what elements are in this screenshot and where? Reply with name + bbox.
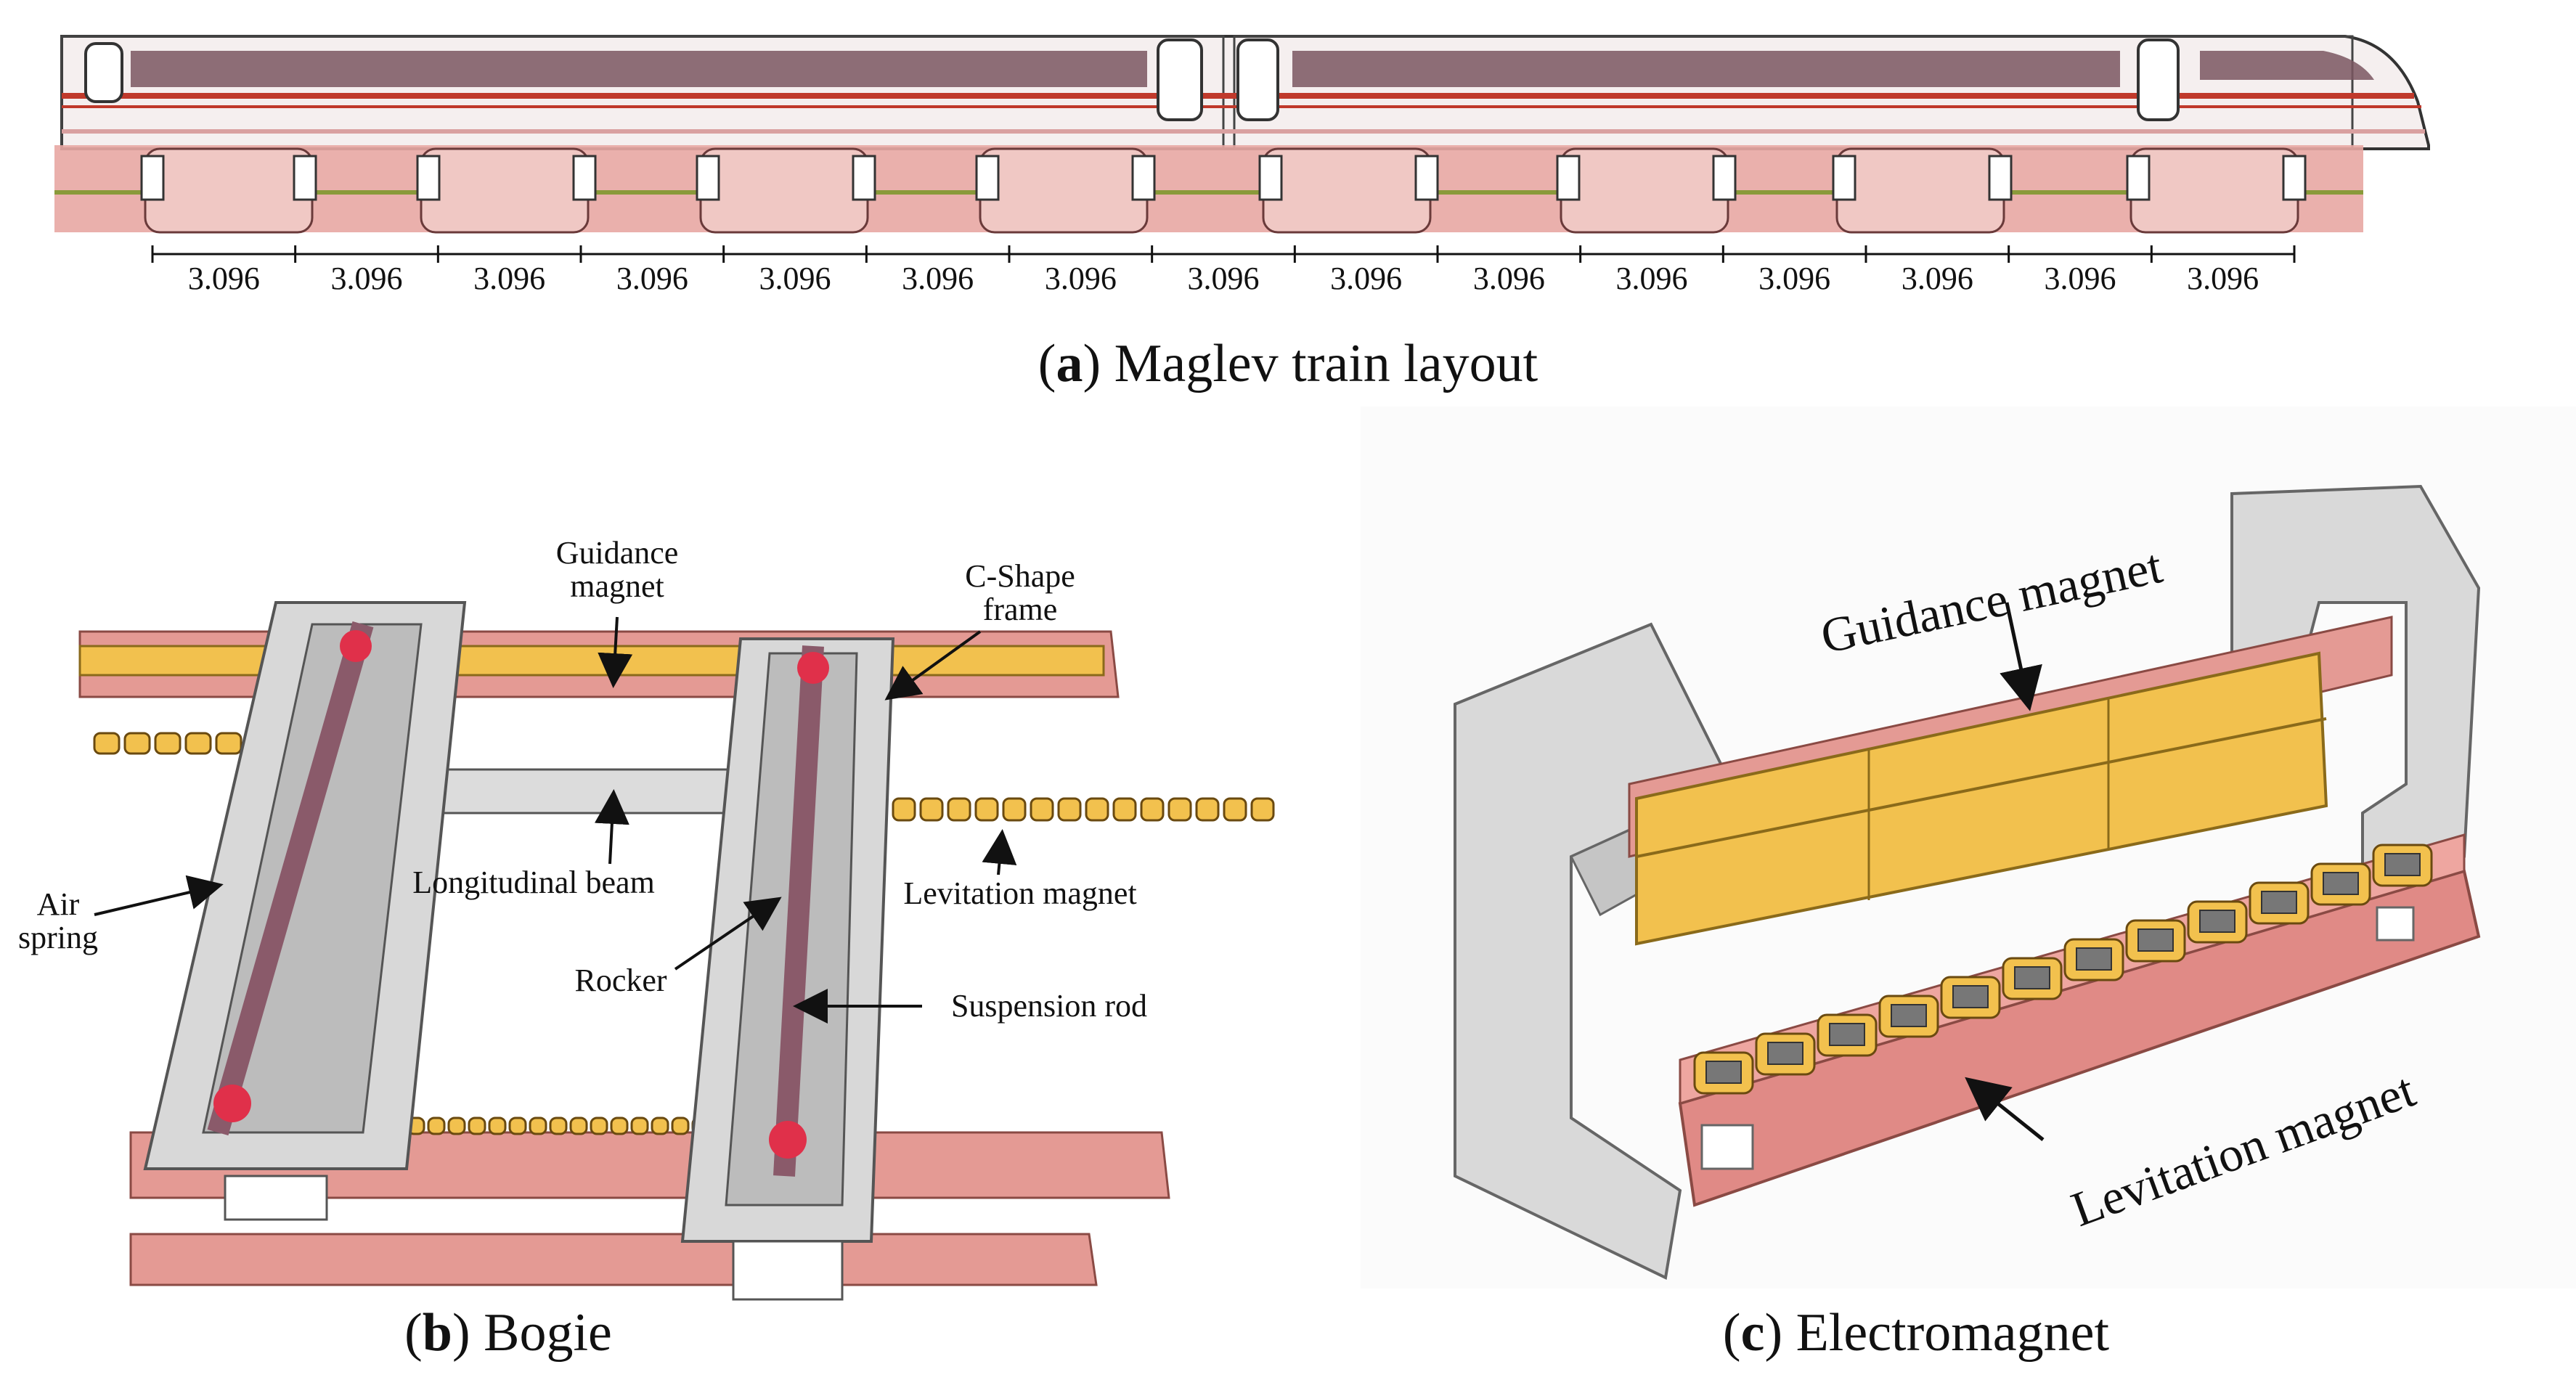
coil [892, 797, 916, 822]
dimension-ticks [151, 245, 2296, 263]
coil [215, 732, 242, 755]
coil [1250, 797, 1275, 822]
coil [2249, 881, 2310, 925]
dimension-label: 3.096 [1188, 261, 1260, 296]
arrow-levitation-magnet [982, 829, 1017, 875]
bogie-diagram: Guidance magnet C-Shape frame Longitudin… [18, 535, 1275, 1363]
levitation-coils [1693, 844, 2433, 1095]
coil [154, 732, 182, 755]
coil [1223, 797, 1247, 822]
guidance-magnet-body [1628, 616, 2393, 946]
caption-b: (b) Bogie [404, 1303, 612, 1363]
train-body [60, 35, 2430, 150]
dimension-label: 3.096 [759, 261, 831, 296]
label-levitation-magnet: Levitation magnet [903, 875, 1136, 911]
dimension-labels: 3.096 3.096 3.096 3.096 3.096 3.096 3.096 3.096… [188, 261, 2259, 296]
label-suspension-rod: Suspension rod [951, 988, 1147, 1024]
coil [2187, 900, 2248, 944]
coil [2125, 919, 2186, 963]
coil [184, 732, 212, 755]
coil [651, 1116, 669, 1135]
label-guidance-magnet-2: magnet [570, 568, 664, 604]
coil [1755, 1032, 1816, 1076]
coil [123, 732, 151, 755]
coil [2063, 938, 2124, 981]
dimension-label: 3.096 [2045, 261, 2116, 296]
panel-a-train-layout: 3.096 3.096 3.096 3.096 3.096 3.096 3.096 3.096… [0, 0, 2576, 407]
coil [671, 1116, 690, 1135]
label-rocker: Rocker [574, 963, 667, 998]
arrow-longitudinal-beam [594, 789, 629, 865]
coil [1085, 797, 1109, 822]
label-air-spring-1: Air [37, 886, 80, 922]
dimension-label: 3.096 [616, 261, 688, 296]
rocker-right [769, 645, 829, 1177]
undercarriage [54, 145, 2363, 234]
arrow-levitation-magnet [1965, 1077, 2045, 1141]
coil [1817, 1013, 1878, 1057]
coil [630, 1116, 649, 1135]
dimension-label: 3.096 [1616, 261, 1688, 296]
coil [1940, 976, 2001, 1019]
coil [590, 1116, 608, 1135]
coil [1030, 797, 1054, 822]
label-air-spring-2: spring [18, 920, 98, 955]
dimension-label: 3.096 [331, 261, 403, 296]
coil [529, 1116, 547, 1135]
coil [508, 1116, 527, 1135]
panel-c-electromagnet: Guidance magnet Levitation magnet (c) El… [1288, 407, 2576, 1380]
coil [468, 1116, 486, 1135]
coil [427, 1116, 446, 1135]
dimension-label: 3.096 [1758, 261, 1830, 296]
coil [610, 1116, 629, 1135]
dimension-label: 3.096 [1473, 261, 1545, 296]
dimension-label: 3.096 [1330, 261, 1402, 296]
dimension-label: 3.096 [902, 261, 974, 296]
label-guidance-magnet-1: Guidance [556, 535, 679, 571]
coil [919, 797, 944, 822]
coil [1112, 797, 1137, 822]
coil [93, 732, 121, 755]
arrow-air-spring [94, 875, 224, 916]
rocker-left [207, 621, 374, 1136]
coil [974, 797, 999, 822]
coil [447, 1116, 466, 1135]
coil [1167, 797, 1192, 822]
train-layout-diagram: 3.096 3.096 3.096 3.096 3.096 3.096 3.096 3.096… [54, 35, 2430, 393]
caption-c: (c) Electromagnet [1723, 1303, 2110, 1363]
arrow-rocker [674, 897, 782, 971]
coil [1140, 797, 1165, 822]
label-longitudinal-beam: Longitudinal beam [412, 865, 655, 900]
label-c-shape-1: C-Shape [965, 558, 1075, 594]
dimension-label: 3.096 [473, 261, 545, 296]
coil [1002, 797, 1027, 822]
coil [1057, 797, 1082, 822]
arrow-c-shape [884, 630, 982, 701]
coil [488, 1116, 507, 1135]
dimension-label: 3.096 [188, 261, 260, 296]
electromagnet-diagram: Guidance magnet Levitation magnet (c) El… [1361, 407, 2576, 1363]
panel-b-bogie: Guidance magnet C-Shape frame Longitudin… [0, 407, 1288, 1380]
dimension-label: 3.096 [1902, 261, 1973, 296]
caption-a: (a) Maglev train layout [1038, 334, 1538, 393]
coil [1195, 797, 1220, 822]
label-c-shape-2: frame [983, 592, 1058, 627]
coil [2372, 844, 2433, 887]
coil [1878, 995, 1939, 1038]
dimension-label: 3.096 [2187, 261, 2259, 296]
coil [947, 797, 971, 822]
coil [2310, 862, 2371, 906]
coil [2002, 957, 2063, 1000]
dimension-label: 3.096 [1045, 261, 1117, 296]
coil [1693, 1051, 1754, 1095]
arrow-guidance-magnet [2000, 602, 2042, 711]
coil [549, 1116, 568, 1135]
coil [569, 1116, 588, 1135]
arrow-guidance-magnet [598, 616, 633, 688]
